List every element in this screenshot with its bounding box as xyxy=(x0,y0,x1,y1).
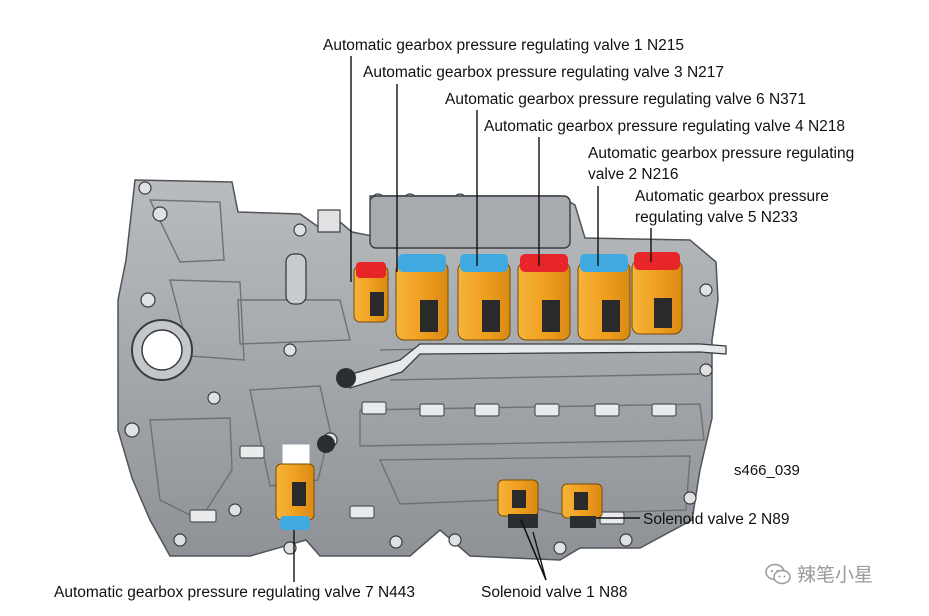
label-n443: Automatic gearbox pressure regulating va… xyxy=(54,584,416,601)
solenoid-n88 xyxy=(497,479,539,528)
label-n217: Automatic gearbox pressure regulating va… xyxy=(363,64,725,81)
leader-lines xyxy=(293,56,652,582)
label-n233: Automatic gearbox pressure regulating va… xyxy=(635,188,829,226)
solenoid-n89 xyxy=(561,483,603,528)
valve-n215 xyxy=(353,262,389,323)
valve-n218 xyxy=(517,254,571,341)
valve-body-housing xyxy=(117,179,727,561)
valve-n233 xyxy=(631,252,683,335)
figure-id: s466_039 xyxy=(734,462,800,479)
watermark: 辣笔小星 xyxy=(765,560,873,587)
label-n216: Automatic gearbox pressure regulating va… xyxy=(588,145,855,183)
label-n88: Solenoid valve 1 N88 xyxy=(481,584,628,601)
watermark-text: 辣笔小星 xyxy=(797,564,874,586)
label-n89: Solenoid valve 2 N89 xyxy=(643,511,790,528)
valve-n216 xyxy=(577,254,631,341)
wechat-icon xyxy=(765,563,791,584)
label-n218: Automatic gearbox pressure regulating va… xyxy=(484,118,846,135)
valve-n217 xyxy=(395,254,449,341)
valve-n443 xyxy=(275,443,315,530)
label-n371: Automatic gearbox pressure regulating va… xyxy=(445,91,807,108)
label-n215: Automatic gearbox pressure regulating va… xyxy=(323,37,685,54)
valve-n371 xyxy=(457,254,511,341)
